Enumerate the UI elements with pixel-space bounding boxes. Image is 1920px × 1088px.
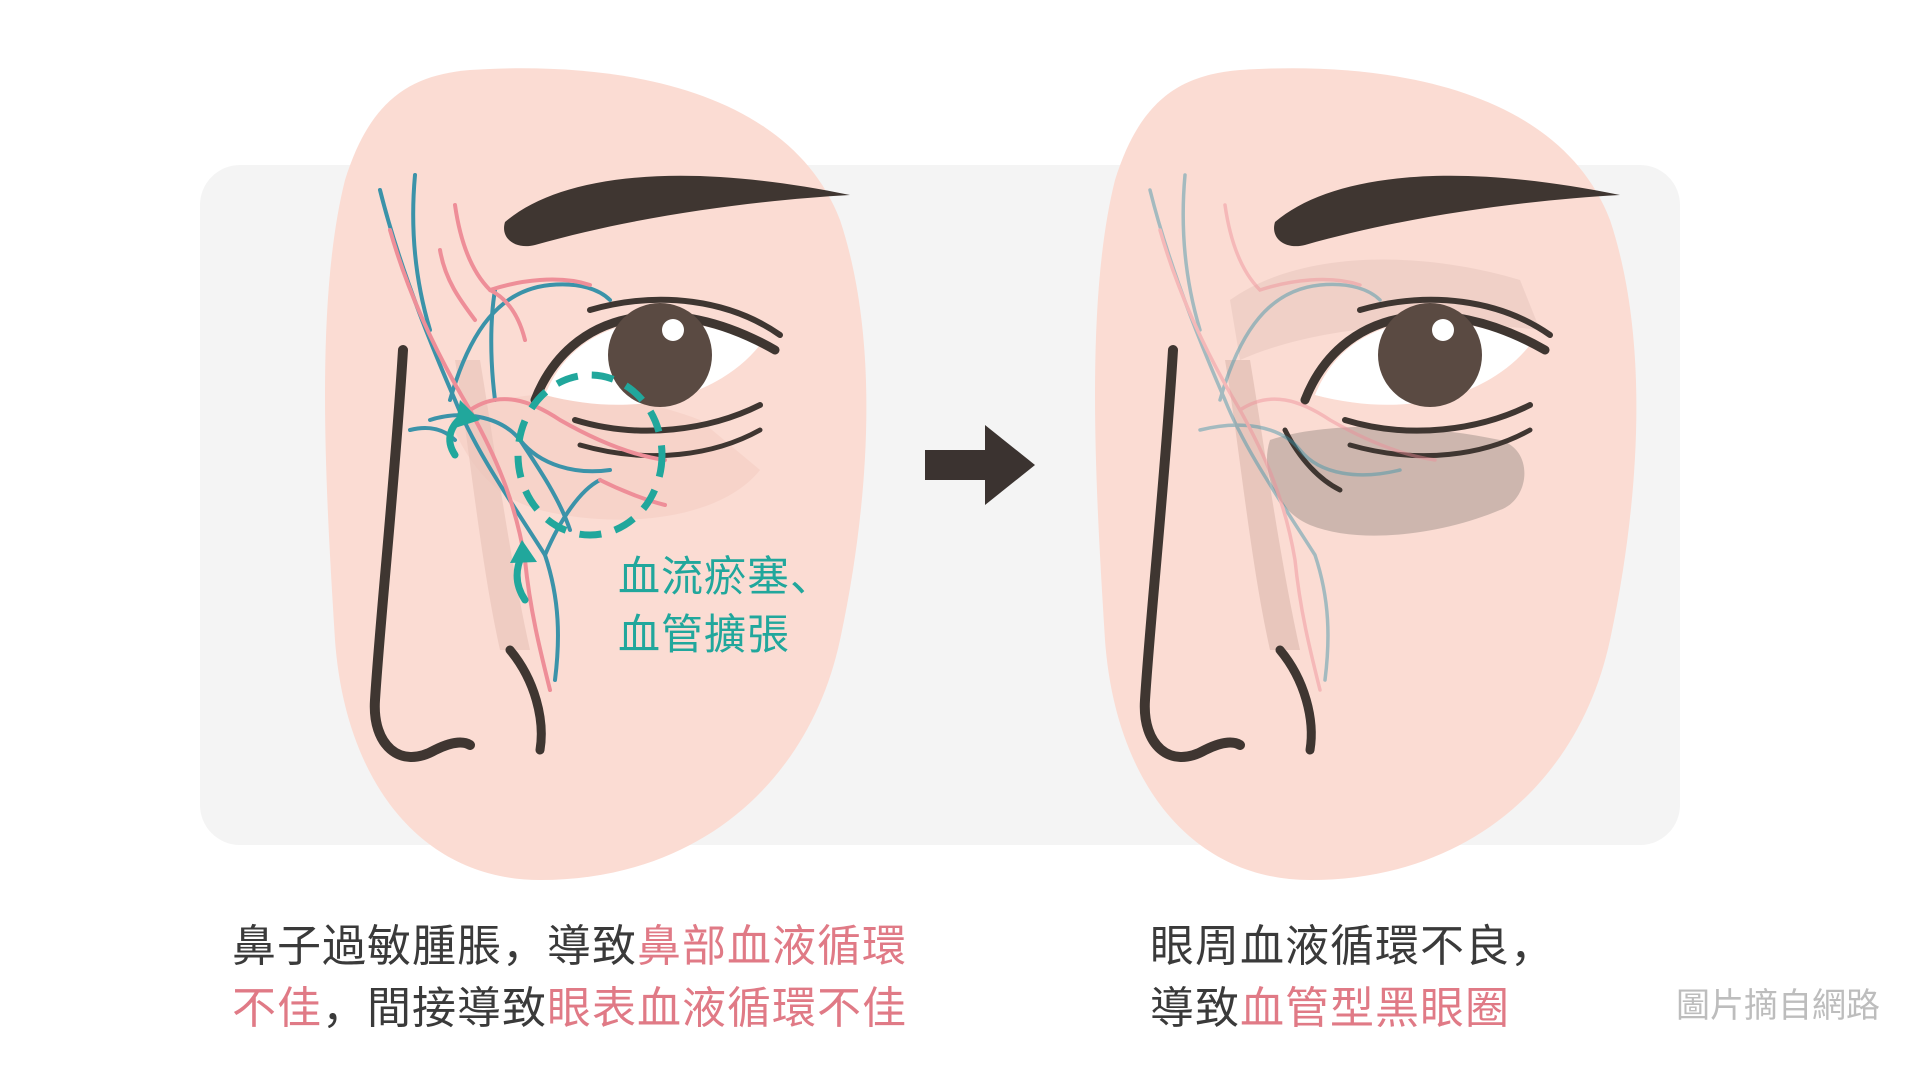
right-arrow-icon [925, 425, 1035, 505]
eyebrow-after [1274, 175, 1620, 247]
iris-after [1378, 303, 1482, 407]
caption-after: 眼周血液循環不良， 導致血管型黑眼圈 [1150, 916, 1555, 1040]
nostril-before [505, 645, 546, 755]
caption-after-highlight: 血管型黑眼圈 [1240, 983, 1510, 1034]
annotation-line-2: 血管擴張 [618, 610, 791, 659]
lower-crease-after [1347, 427, 1533, 459]
nose-outline-before [369, 345, 475, 762]
lower-lid-before [572, 402, 763, 434]
pupil-highlight-after [1432, 319, 1454, 341]
image-credit: 圖片摘自網路 [1676, 986, 1880, 1026]
caption-before-text-1: 鼻子過敏腫脹，導致 [232, 921, 637, 972]
dark-circle-line-after [1282, 427, 1343, 493]
under-eye-shade-before [450, 393, 760, 520]
caption-before-highlight-3: 眼表血液循環不佳 [547, 983, 907, 1034]
nose-shadow-before [455, 360, 530, 650]
upper-crease-after [1357, 296, 1553, 338]
caption-after-text-1: 眼周血液循環不良， [1150, 921, 1555, 972]
pupil-highlight-before [662, 319, 684, 341]
pink-veins-before [388, 203, 667, 692]
iris-before [608, 303, 712, 407]
flow-arrow-head-2 [510, 540, 537, 563]
caption-after-text-2: 導致 [1150, 983, 1240, 1034]
caption-before-highlight-2: 不佳 [232, 983, 322, 1034]
upper-crease-before [587, 296, 783, 338]
face-before [325, 68, 867, 880]
caption-after-line-2: 導致血管型黑眼圈 [1150, 978, 1555, 1040]
caption-before-line-1: 鼻子過敏腫脹，導致鼻部血液循環 [232, 916, 907, 978]
face-after [1095, 68, 1637, 880]
caption-before: 鼻子過敏腫脹，導致鼻部血液循環 不佳，間接導致眼表血液循環不佳 [232, 916, 907, 1040]
annotation-line-1: 血流瘀塞、 [618, 552, 834, 601]
eyebrow-before [504, 175, 850, 247]
congestion-circle [514, 371, 666, 539]
nose-shadow-after [1225, 360, 1300, 650]
upper-shade-after [1230, 259, 1540, 360]
caption-before-line-2: 不佳，間接導致眼表血液循環不佳 [232, 978, 907, 1040]
lower-lid-after [1342, 402, 1533, 434]
caption-after-line-1: 眼周血液循環不良， [1150, 916, 1555, 978]
nose-outline-after [1139, 345, 1245, 762]
lower-crease-before [577, 427, 763, 459]
faded-veins-after [1148, 173, 1437, 692]
nostril-after [1275, 645, 1316, 755]
caption-before-highlight-1: 鼻部血液循環 [637, 921, 907, 972]
flow-arrow-head-1 [455, 400, 480, 428]
caption-before-text-2: ，間接導致 [322, 983, 547, 1034]
